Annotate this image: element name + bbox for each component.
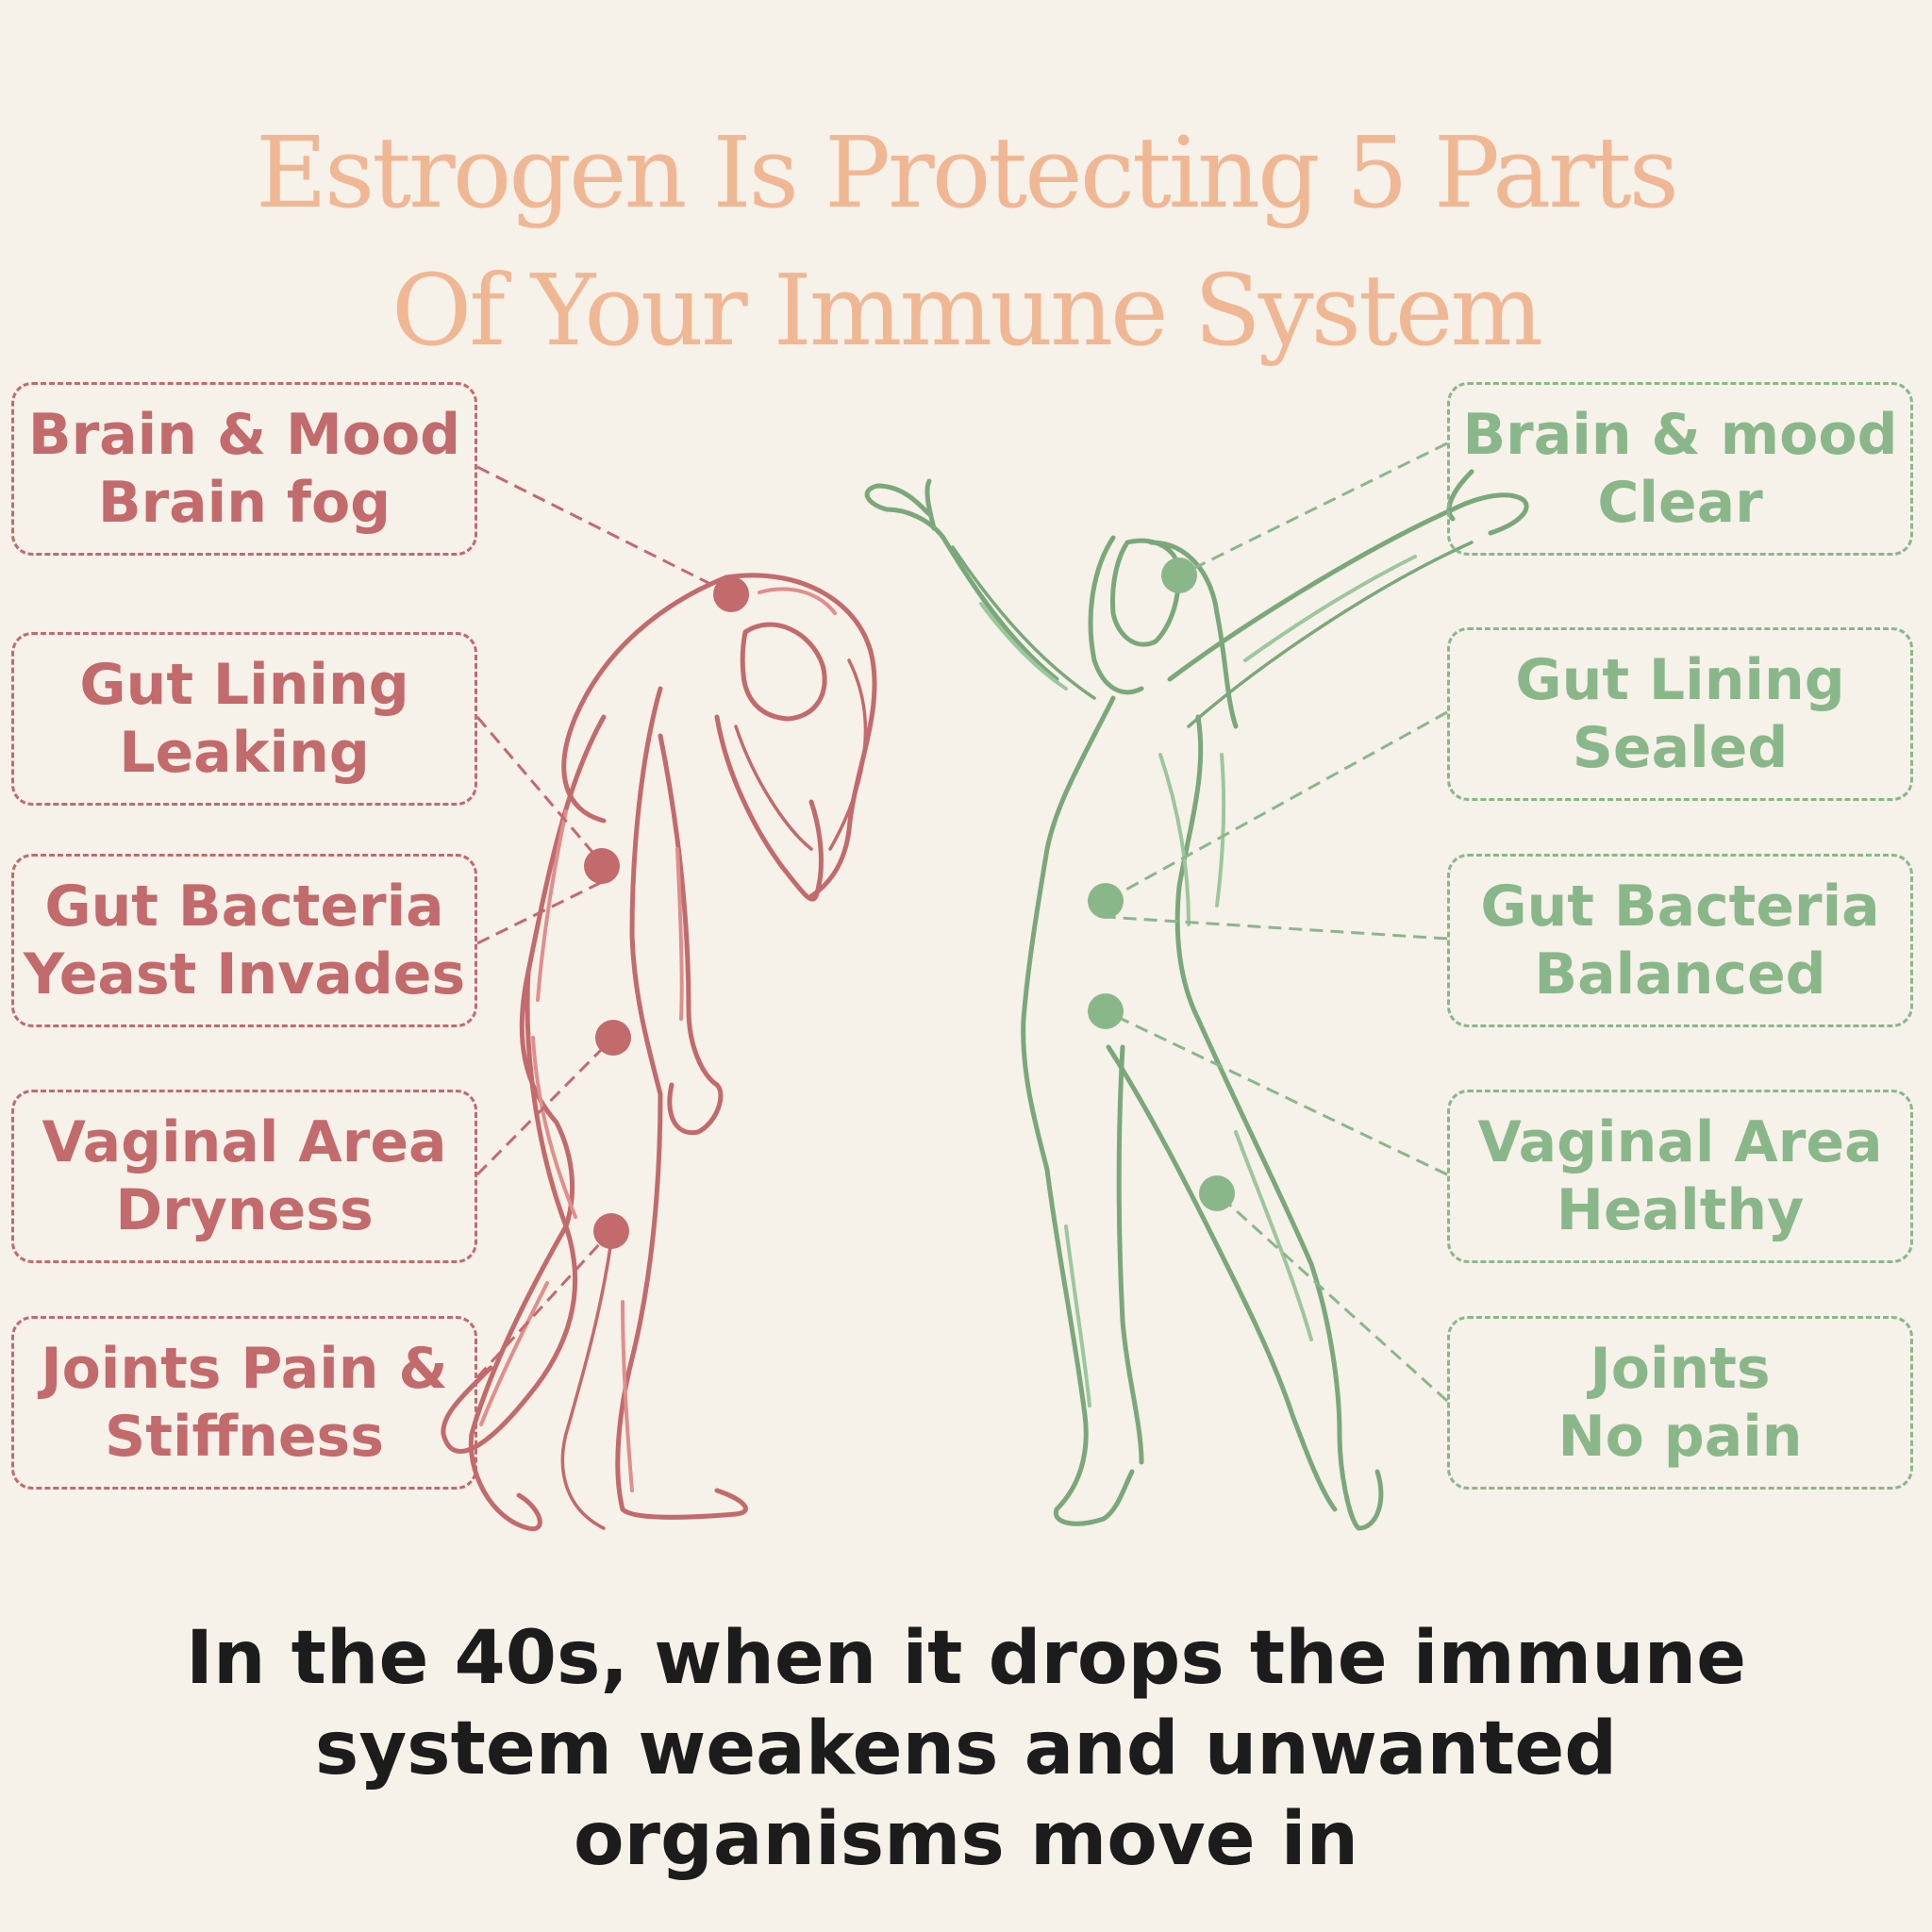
- label-heading: Gut Bacteria: [1480, 874, 1880, 940]
- label-status: No pain: [1557, 1404, 1803, 1470]
- label-heading: Brain & mood: [1462, 402, 1898, 468]
- label-joints-left: Joints Pain & Stiffness: [11, 1316, 477, 1490]
- label-gut-lining-left: Gut Lining Leaking: [11, 632, 477, 806]
- label-status: Healthy: [1556, 1177, 1805, 1243]
- label-status: Balanced: [1534, 941, 1826, 1008]
- energetic-woman-illustration: [864, 469, 1529, 1531]
- label-status: Sealed: [1572, 715, 1789, 781]
- caption-line-1: In the 40s, when it drops the immune: [185, 1616, 1747, 1701]
- tired-woman-illustration: [441, 573, 877, 1532]
- label-gut-bacteria-left: Gut Bacteria Yeast Invades: [11, 854, 477, 1027]
- label-status: Dryness: [115, 1177, 374, 1243]
- label-gut-bacteria-right: Gut Bacteria Balanced: [1447, 854, 1913, 1027]
- label-brain-mood-right: Brain & mood Clear: [1447, 382, 1913, 556]
- label-brain-mood-left: Brain & Mood Brain fog: [11, 382, 477, 556]
- label-gut-lining-right: Gut Lining Sealed: [1447, 627, 1913, 801]
- title-line-2: Of Your Immune System: [391, 252, 1543, 368]
- label-status: Stiffness: [105, 1404, 384, 1470]
- label-heading: Brain & Mood: [27, 402, 461, 468]
- label-status: Yeast Invades: [23, 941, 466, 1008]
- label-status: Leaking: [119, 720, 370, 786]
- caption-line-2: system weakens and unwanted: [314, 1707, 1618, 1791]
- label-heading: Gut Lining: [1515, 647, 1845, 713]
- label-heading: Vaginal Area: [42, 1109, 447, 1175]
- label-vaginal-area-left: Vaginal Area Dryness: [11, 1090, 477, 1263]
- label-heading: Joints: [1590, 1336, 1771, 1402]
- label-heading: Vaginal Area: [1477, 1109, 1883, 1175]
- marker-dots: [584, 558, 1235, 1249]
- label-heading: Gut Bacteria: [44, 874, 444, 940]
- label-heading: Joints Pain &: [41, 1336, 448, 1402]
- caption-line-3: organisms move in: [573, 1797, 1359, 1882]
- label-status: Brain fog: [97, 470, 391, 536]
- label-heading: Gut Lining: [79, 652, 409, 718]
- title: Estrogen Is Protecting 5 Parts Of Your I…: [0, 104, 1932, 379]
- label-status: Clear: [1597, 470, 1763, 536]
- label-joints-right: Joints No pain: [1447, 1316, 1913, 1490]
- label-vaginal-area-right: Vaginal Area Healthy: [1447, 1090, 1913, 1263]
- caption: In the 40s, when it drops the immune sys…: [0, 1613, 1932, 1885]
- title-line-1: Estrogen Is Protecting 5 Parts: [255, 114, 1679, 230]
